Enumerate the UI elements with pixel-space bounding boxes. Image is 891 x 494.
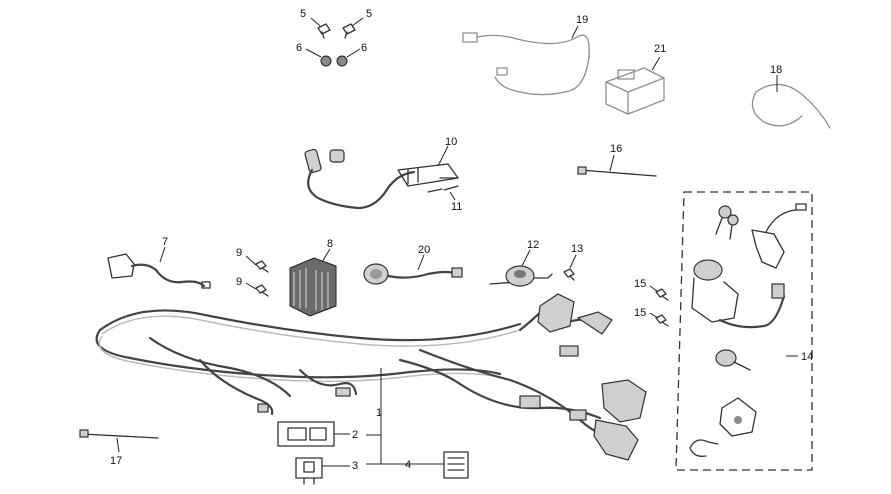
leader-15b <box>649 312 659 319</box>
leader-6a <box>305 48 322 58</box>
leader-9a <box>245 255 257 266</box>
callout-12: 12 <box>527 239 539 251</box>
part-7-switch <box>107 253 211 289</box>
leader-17 <box>116 437 120 453</box>
part-18-cable <box>751 83 831 129</box>
part-15-bolt-upper <box>655 288 669 301</box>
callout-21: 21 <box>654 43 666 55</box>
callout-15b: 15 <box>634 307 646 319</box>
leader-12 <box>521 249 531 267</box>
part-21-control-unit <box>605 67 665 115</box>
part-4-relay <box>443 451 469 479</box>
callout-2: 2 <box>352 429 358 441</box>
part-12-horn <box>489 265 553 287</box>
callout-9b: 9 <box>236 276 242 288</box>
callout-5a: 5 <box>300 8 306 20</box>
callout-13: 13 <box>571 243 583 255</box>
leader-21 <box>651 56 661 71</box>
callout-10: 10 <box>445 136 457 148</box>
leader-7 <box>159 246 166 263</box>
callout-8: 8 <box>327 238 333 250</box>
part-19-sensor-cable <box>462 32 590 96</box>
callout-16: 16 <box>610 143 622 155</box>
part-13-bolt <box>563 268 575 281</box>
callout-3: 3 <box>352 460 358 472</box>
callout-15a: 15 <box>634 278 646 290</box>
callout-14: 14 <box>801 351 813 363</box>
callout-6a: 6 <box>296 42 302 54</box>
part-11-coil-screws <box>427 185 459 193</box>
part-20-sensor <box>363 263 463 285</box>
callout-9a: 9 <box>236 247 242 259</box>
leader-16 <box>609 154 615 172</box>
callout-6b: 6 <box>361 42 367 54</box>
part-16-cable-tie <box>577 166 657 177</box>
part-8-regulator-rectifier <box>289 257 337 317</box>
leader-8 <box>321 248 331 263</box>
part-14-lock-set <box>675 191 813 471</box>
leader-15a <box>649 285 659 293</box>
part-9-bolt-lower <box>255 284 269 297</box>
key-pair <box>715 205 739 240</box>
part-6-grommet-right <box>336 55 348 67</box>
leader-5a <box>310 17 321 27</box>
callout-18: 18 <box>770 64 782 76</box>
part-5-screw-left <box>317 23 331 39</box>
part-17-cable-tie <box>79 429 159 439</box>
leader-13 <box>569 254 577 269</box>
leader-19 <box>571 25 579 39</box>
callout-1: 1 <box>376 407 382 419</box>
leader-20 <box>417 254 425 271</box>
part-6-grommet-left <box>320 55 332 67</box>
leader-9b <box>245 282 257 290</box>
leader-10 <box>437 145 449 167</box>
part-15-bolt-lower <box>655 314 669 327</box>
part-2-fuse-holder <box>277 421 335 447</box>
part-3-fuse <box>295 457 323 485</box>
part-5-screw-right <box>342 23 356 39</box>
part-9-bolt-upper <box>255 260 269 273</box>
part-1-main-wiring-harness <box>95 293 647 461</box>
callout-20: 20 <box>418 244 430 256</box>
leader-group-1-2-3-4 <box>366 368 420 465</box>
callout-11: 11 <box>451 201 462 213</box>
callout-7: 7 <box>162 236 168 248</box>
leader-6b <box>346 48 361 58</box>
leader-11 <box>449 191 456 201</box>
leader-5b <box>351 17 364 27</box>
callout-4: 4 <box>405 459 411 471</box>
part-10-ignition-coil <box>304 148 459 210</box>
callout-5b: 5 <box>366 8 372 20</box>
callout-17: 17 <box>110 455 122 467</box>
callout-19: 19 <box>576 14 588 26</box>
